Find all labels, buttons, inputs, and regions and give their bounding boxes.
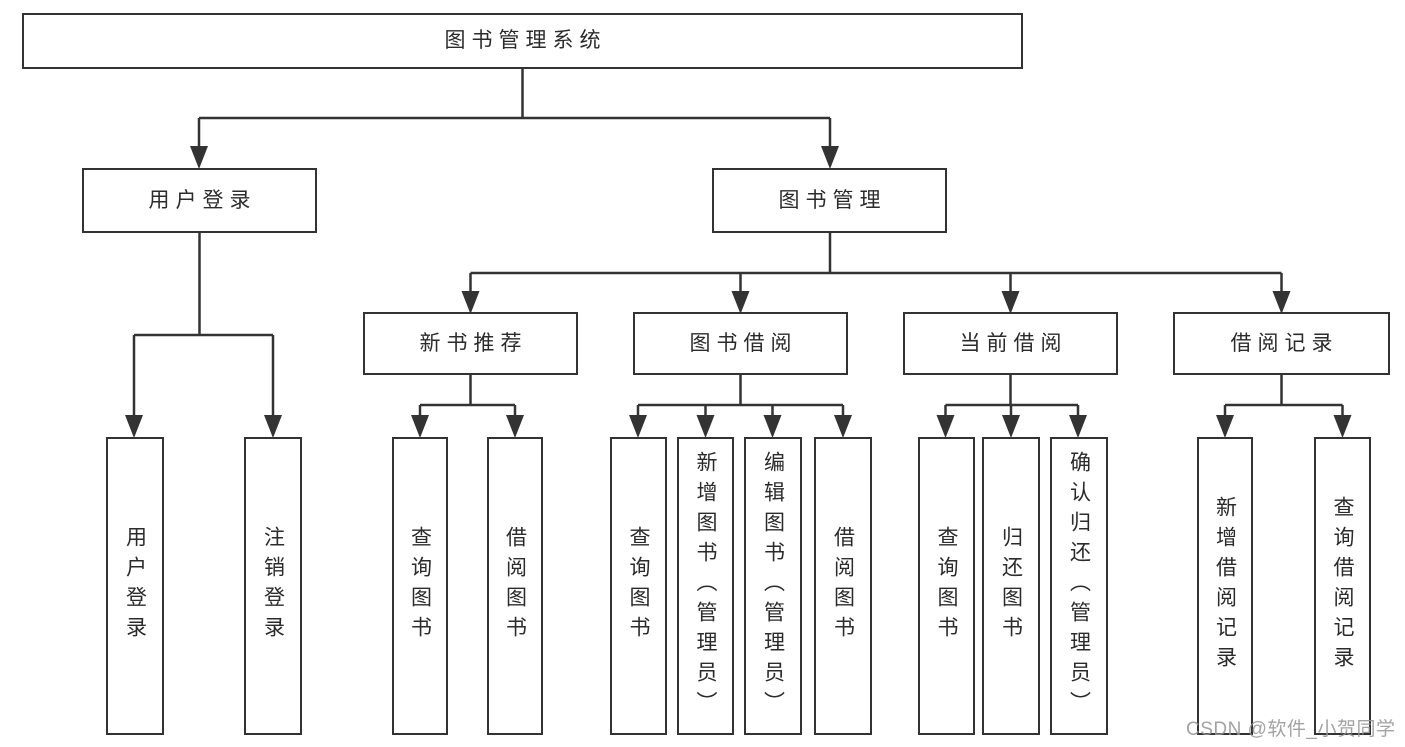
- node-book-borrow: 图书借阅: [633, 312, 848, 375]
- leaf-add-book-admin: 新增图书（管理员）: [677, 437, 734, 735]
- leaf-return-book: 归还图书: [982, 437, 1040, 735]
- leaf-add-borrow-record: 新增借阅记录: [1197, 437, 1253, 735]
- leaf-borrow-books-recommend: 借阅图书: [487, 437, 543, 735]
- leaf-query-borrow-record-label: 查询借阅记录: [1331, 496, 1354, 676]
- leaf-query-books-current: 查询图书: [918, 437, 975, 735]
- leaf-add-book-admin-label: 新增图书（管理员）: [694, 451, 717, 721]
- node-book-borrow-label: 图书借阅: [689, 331, 798, 355]
- leaf-query-books-recommend-label: 查询图书: [408, 526, 432, 646]
- node-book-management: 图书管理: [712, 168, 947, 233]
- leaf-return-book-label: 归还图书: [999, 526, 1023, 646]
- leaf-confirm-return-admin: 确认归还（管理员）: [1050, 437, 1108, 735]
- leaf-query-borrow-record: 查询借阅记录: [1314, 437, 1371, 735]
- node-borrow-records: 借阅记录: [1173, 312, 1390, 375]
- node-library-system: 图书管理系统: [22, 13, 1023, 69]
- leaf-confirm-return-admin-label: 确认归还（管理员）: [1067, 451, 1091, 721]
- node-new-book-recommend-label: 新书推荐: [419, 331, 528, 355]
- leaf-borrow-books-borrow: 借阅图书: [814, 437, 872, 735]
- leaf-user-login-label: 用户登录: [123, 526, 147, 646]
- leaf-user-login: 用户登录: [106, 437, 164, 735]
- leaf-borrow-books-borrow-label: 借阅图书: [831, 526, 855, 646]
- leaf-query-books-recommend: 查询图书: [392, 437, 448, 735]
- leaf-add-borrow-record-label: 新增借阅记录: [1213, 496, 1237, 676]
- leaf-logout-label: 注销登录: [261, 526, 285, 646]
- node-user-login-branch-label: 用户登录: [148, 188, 257, 212]
- leaf-logout: 注销登录: [244, 437, 302, 735]
- node-current-borrow-label: 当前借阅: [959, 331, 1068, 355]
- node-current-borrow: 当前借阅: [903, 312, 1118, 375]
- node-book-management-label: 图书管理: [778, 188, 887, 212]
- leaf-borrow-books-recommend-label: 借阅图书: [503, 526, 527, 646]
- csdn-watermark: CSDN @软件_小贺同学: [1186, 719, 1396, 740]
- leaf-edit-book-admin-label: 编辑图书（管理员）: [761, 451, 785, 721]
- leaf-edit-book-admin: 编辑图书（管理员）: [744, 437, 802, 735]
- node-borrow-records-label: 借阅记录: [1230, 331, 1339, 355]
- leaf-query-books-borrow: 查询图书: [610, 437, 667, 735]
- node-library-system-label: 图书管理系统: [444, 29, 607, 53]
- node-user-login-branch: 用户登录: [82, 168, 317, 233]
- node-new-book-recommend: 新书推荐: [363, 312, 578, 375]
- leaf-query-books-current-label: 查询图书: [935, 526, 958, 646]
- leaf-query-books-borrow-label: 查询图书: [627, 526, 650, 646]
